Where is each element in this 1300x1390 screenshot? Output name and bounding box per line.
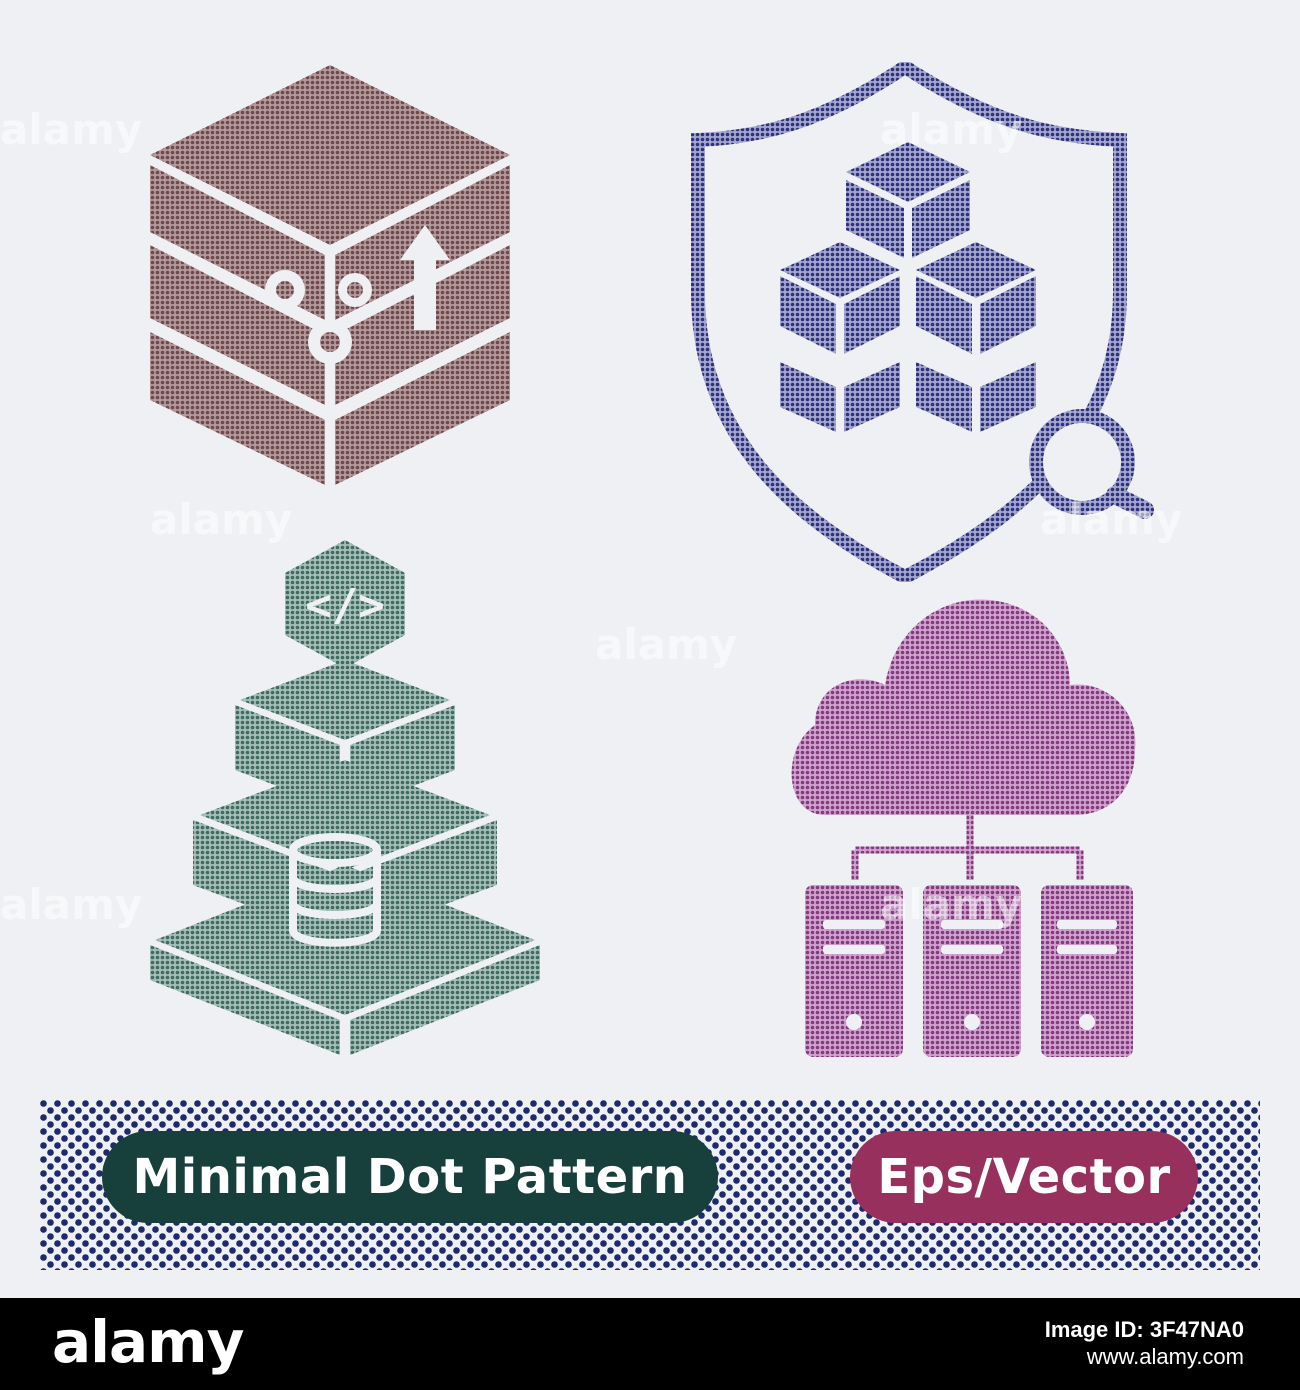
site-url: www.alamy.com [1086, 1344, 1244, 1369]
footer-bar: alamy Image ID: 3F47NA0 www.alamy.com [0, 1298, 1300, 1390]
brand-logo: alamy [52, 1308, 244, 1376]
cloud-server-network-icon [775, 590, 1145, 1060]
watermark: alamy [0, 105, 143, 154]
image-id: Image ID: 3F47NA0 [1044, 1317, 1244, 1342]
minimal-dot-pattern-label: Minimal Dot Pattern [102, 1131, 718, 1223]
footer-meta: Image ID: 3F47NA0 www.alamy.com [1045, 1316, 1244, 1370]
watermark: alamy [595, 620, 738, 669]
code-database-pyramid-icon: </> [145, 535, 545, 1060]
watermark: alamy [0, 880, 143, 929]
svg-text:</>: </> [305, 580, 384, 631]
eps-vector-label: Eps/Vector [850, 1131, 1198, 1223]
shield-blocks-search-icon [690, 62, 1160, 582]
server-settings-upload-icon [140, 60, 520, 490]
